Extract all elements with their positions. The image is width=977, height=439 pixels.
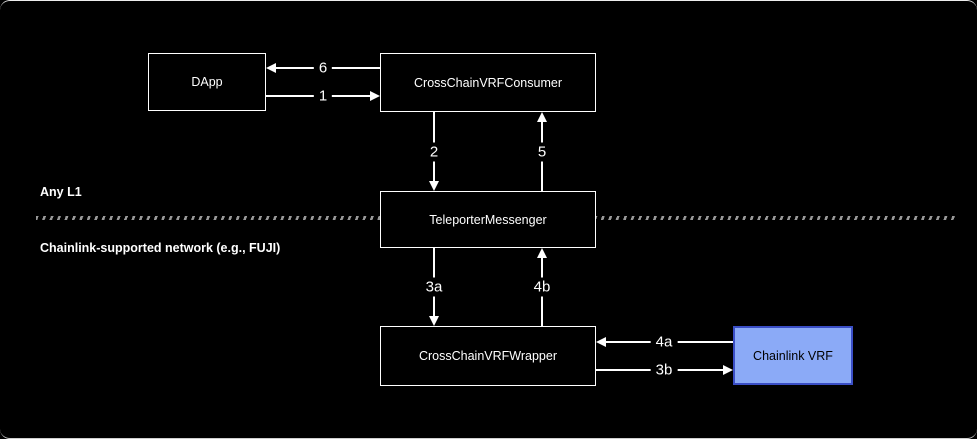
node-crosschain-vrf-consumer: CrossChainVRFConsumer — [380, 53, 596, 112]
edge-step3b-arrowhead-right-icon — [723, 365, 733, 375]
edge-step1-label: 1 — [313, 86, 333, 106]
edge-step2-arrowhead-down-icon — [429, 181, 439, 191]
edge-step2-label: 2 — [424, 142, 444, 162]
node-chainlink-vrf: Chainlink VRF — [733, 326, 853, 385]
edge-step5-arrowhead-up-icon — [537, 112, 547, 122]
edge-step6-label: 6 — [313, 58, 333, 78]
node-crosschain-vrf-wrapper: CrossChainVRFWrapper — [380, 326, 596, 386]
edge-step3a-arrowhead-down-icon — [429, 316, 439, 326]
edge-step3a-label: 3a — [420, 277, 448, 297]
region-label-any-l1: Any L1 — [40, 185, 82, 199]
node-crosschain-vrf-consumer-label: CrossChainVRFConsumer — [414, 75, 562, 90]
edge-step4b-arrowhead-up-icon — [537, 248, 547, 258]
edge-step5-label: 5 — [532, 142, 552, 162]
edge-step6-arrowhead-left-icon — [266, 63, 276, 73]
edge-step3b-label: 3b — [650, 360, 678, 380]
edge-step4a-label: 4a — [650, 332, 678, 352]
edge-step4a-arrowhead-left-icon — [596, 337, 606, 347]
node-crosschain-vrf-wrapper-label: CrossChainVRFWrapper — [418, 349, 557, 363]
node-teleporter-messenger-label: TeleporterMessenger — [429, 212, 547, 227]
node-teleporter-messenger: TeleporterMessenger — [380, 191, 596, 248]
node-dapp: DApp — [148, 53, 266, 111]
edge-step1-arrowhead-right-icon — [370, 91, 380, 101]
region-label-chainlink-network: Chainlink-supported network (e.g., FUJI) — [40, 241, 281, 255]
edge-step4b-label: 4b — [528, 277, 556, 297]
node-dapp-label: DApp — [191, 75, 223, 89]
node-chainlink-vrf-label: Chainlink VRF — [753, 348, 833, 363]
